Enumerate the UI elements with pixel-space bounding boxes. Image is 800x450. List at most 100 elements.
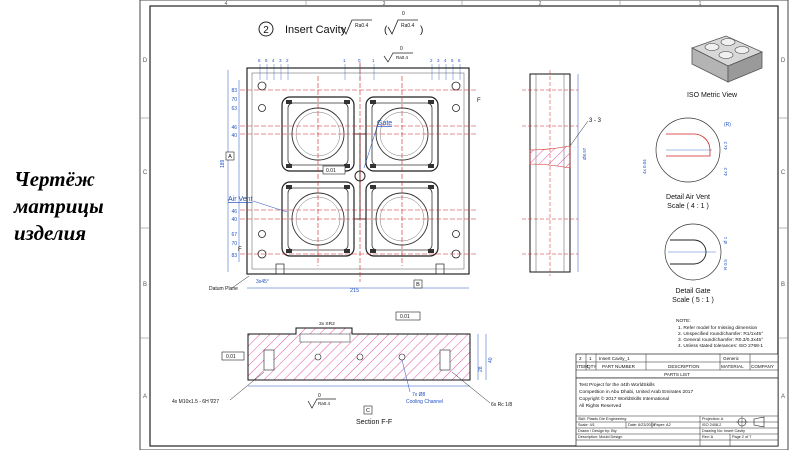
left-dimension-stack: 83 70 63 46 40 46 40 67 70 83 189 A — [220, 70, 240, 272]
svg-text:4. Unless stated tolerances: I: 4. Unless stated tolerances: ISO 2768-1 — [678, 343, 763, 349]
svg-text:Competition in Abu Dhabi, Unit: Competition in Abu Dhabi, United Arab Em… — [579, 389, 693, 395]
svg-text:6: 6 — [458, 58, 461, 63]
svg-text:Ra0.4: Ra0.4 — [401, 23, 415, 29]
svg-text:Projection: A: Projection: A — [702, 417, 724, 421]
svg-text:4x 0.04: 4x 0.04 — [642, 159, 647, 174]
svg-text:PARTS LIST: PARTS LIST — [664, 372, 690, 377]
caption-line-3: изделия — [14, 221, 87, 245]
depth-28: 28 — [478, 366, 484, 372]
svg-text:Ø8.97: Ø8.97 — [582, 147, 587, 160]
svg-text:40: 40 — [231, 133, 237, 139]
svg-text:R 0.5: R 0.5 — [723, 259, 728, 270]
gate-label: Gate — [377, 120, 392, 127]
detail-air-vent: (R) 4x 0.04 4x 2 4x 2 Detail Air Vent Sc… — [642, 117, 731, 210]
border-letter-a: A — [143, 394, 147, 400]
svg-text:Ra0.4: Ra0.4 — [396, 55, 409, 60]
iso-metric-view: ISO Metric View — [687, 35, 764, 99]
svg-text:3: 3 — [279, 58, 282, 63]
svg-text:5: 5 — [451, 58, 454, 63]
svg-text:70: 70 — [231, 97, 237, 103]
surface-finish-symbol: Ra0.4 ( 0 Ra0.4 ) 0 Ra0.4 — [341, 11, 423, 63]
caption-line-2: матрицы — [14, 194, 104, 218]
gate-detail-title: Detail Gate — [675, 288, 710, 295]
svg-text:Page 2 of 7: Page 2 of 7 — [732, 435, 751, 439]
air-vent-detail-title: Detail Air Vent — [666, 194, 710, 201]
svg-text:6: 6 — [258, 58, 261, 63]
svg-text:PART NUMBER: PART NUMBER — [602, 364, 636, 369]
border-letter-d-right: D — [781, 58, 786, 64]
svg-text:QTY: QTY — [587, 364, 596, 369]
svg-text:0: 0 — [358, 58, 361, 63]
section-ff-view: 28 40 0.01 0.01 3x SR2 4x M10x1.5 - 6H ∇… — [172, 311, 512, 426]
slide-caption: Чертёж матрицы изделия — [14, 166, 144, 247]
border-letter-c-right: C — [781, 170, 786, 176]
svg-text:Ra0.4: Ra0.4 — [318, 401, 331, 406]
section-ff-title: Section F-F — [356, 419, 392, 426]
svg-text:Drawing No: Insert Cavity: Drawing No: Insert Cavity — [702, 429, 745, 433]
svg-text:Test Project for the 44th Worl: Test Project for the 44th WorldSkills — [579, 382, 655, 388]
air-vent-detail-scale: Scale ( 4 : 1 ) — [667, 203, 709, 210]
border-letter-c: C — [143, 170, 148, 176]
svg-text:2. Unspecified round/chamfer:: 2. Unspecified round/chamfer: R1/1x45° — [678, 331, 763, 337]
svg-text:4x 2: 4x 2 — [723, 167, 728, 176]
svg-text:Scale: 4/1: Scale: 4/1 — [578, 423, 595, 427]
svg-text:COMPANY: COMPANY — [751, 364, 774, 369]
datum-a: A — [228, 154, 232, 160]
top-dimension-labels: 6 5 4 3 2 1 0 1 2 3 4 5 6 — [258, 58, 461, 63]
svg-text:NOTE:: NOTE: — [676, 318, 691, 324]
svg-text:Description: Mould Design: Description: Mould Design — [578, 435, 622, 439]
step-number-circle — [258, 21, 274, 37]
datum-a-box — [225, 151, 235, 161]
svg-text:1: 1 — [589, 356, 592, 361]
svg-text:ITEM: ITEM — [577, 364, 588, 369]
cooling-channel-label: Cooling Channel — [406, 399, 443, 405]
title-block: Test Project for the 44th WorldSkills Co… — [575, 377, 779, 447]
depth-40: 40 — [488, 357, 494, 363]
svg-text:83: 83 — [231, 88, 237, 94]
datum-b: B — [416, 282, 420, 288]
svg-text:40: 40 — [231, 217, 237, 223]
svg-text:All Rights Reserved: All Rights Reserved — [579, 403, 621, 409]
section-33-label: 3 - 3 — [589, 118, 602, 124]
cooling-diameter: 7x Ø8 — [412, 392, 426, 398]
side-view: 3 - 3 Ø8.97 — [522, 70, 602, 276]
svg-text:1: 1 — [343, 58, 346, 63]
border-number-2: 2 — [539, 1, 542, 7]
thread-note-right: 6x Rc 1/8 — [491, 402, 512, 408]
svg-text:Date: 6/23/2016: Date: 6/23/2016 — [628, 423, 655, 427]
svg-text:4: 4 — [272, 58, 275, 63]
svg-text:4: 4 — [444, 58, 447, 63]
svg-text:46: 46 — [231, 209, 237, 215]
gate-detail-scale: Scale ( 5 : 1 ) — [672, 297, 714, 304]
step-number: 2 — [263, 25, 269, 36]
svg-text:Drawn / Design by: Bty: Drawn / Design by: Bty — [578, 429, 617, 433]
datum-c: C — [366, 408, 370, 414]
svg-text:67: 67 — [231, 232, 237, 238]
svg-text:Insert Cavity_1: Insert Cavity_1 — [599, 356, 630, 361]
zone-ticks — [140, 0, 788, 339]
flatness-value: 0.01 — [326, 168, 336, 174]
svg-text:Ra0.4: Ra0.4 — [355, 23, 369, 29]
border-number-3: 3 — [383, 1, 386, 7]
parallel-frame: 0.01 — [226, 354, 236, 360]
svg-text:0: 0 — [402, 11, 405, 17]
svg-text:Rev: A: Rev: A — [702, 435, 714, 439]
drawing-title: Insert Cavity — [285, 24, 347, 36]
insert-cavity-plan-view — [240, 62, 478, 282]
svg-text:1. Refer model for missing dim: 1. Refer model for missing dimension — [678, 325, 758, 331]
fillet-note: 3x SR2 — [319, 321, 335, 327]
svg-text:46: 46 — [231, 125, 237, 131]
svg-text:Ø 1: Ø 1 — [723, 236, 728, 244]
width-dimension: 215 — [350, 288, 359, 294]
svg-text:MATERIAL: MATERIAL — [721, 364, 744, 369]
svg-text:70: 70 — [231, 241, 237, 247]
projection-symbol-cone — [753, 416, 765, 428]
svg-text:Generic: Generic — [723, 356, 740, 361]
svg-text:): ) — [420, 25, 423, 36]
svg-text:4x 2: 4x 2 — [723, 141, 728, 150]
border-letter-b: B — [143, 282, 147, 288]
svg-text:2: 2 — [286, 58, 289, 63]
border-number-4: 4 — [225, 1, 228, 7]
svg-text:5: 5 — [265, 58, 268, 63]
